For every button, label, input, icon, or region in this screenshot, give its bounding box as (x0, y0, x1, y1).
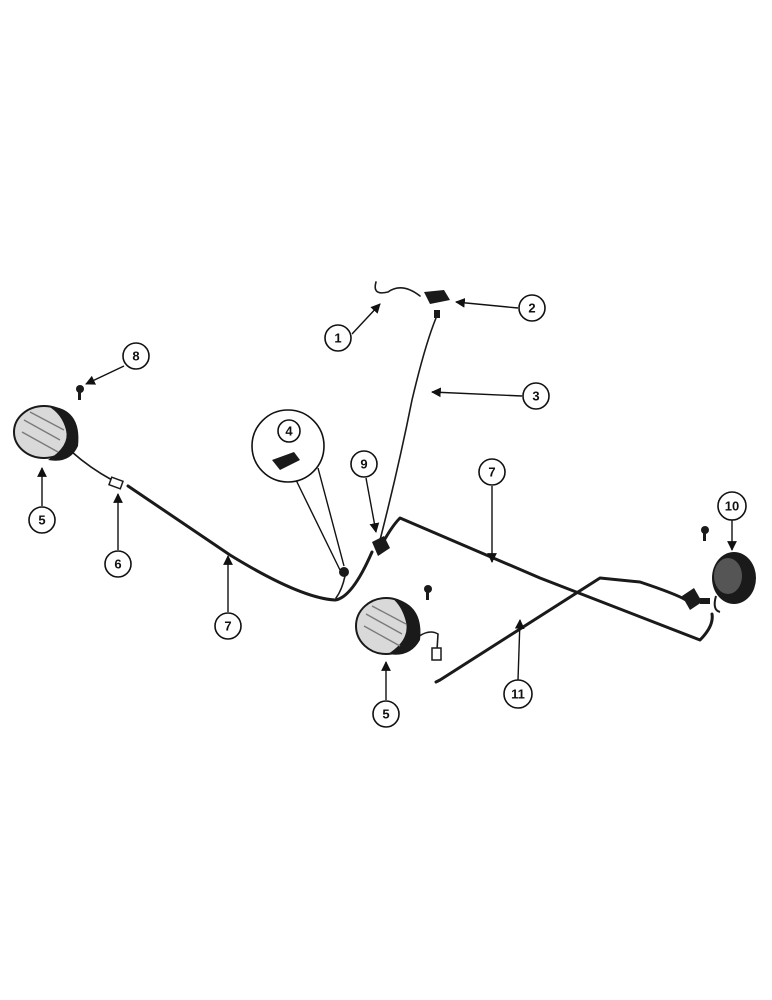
clip-lead (335, 575, 346, 599)
callout-3: 3 (431, 382, 550, 410)
harness-clip (339, 567, 349, 577)
splice-sleeve (108, 476, 124, 490)
callout-7-right: 7 (478, 458, 506, 563)
svg-text:9: 9 (360, 457, 367, 472)
svg-text:3: 3 (532, 389, 539, 404)
callout-1: 1 (324, 303, 381, 352)
wiring-harness (71, 281, 714, 684)
svg-text:4: 4 (285, 424, 293, 439)
connector-right (682, 588, 710, 610)
switch-lead-wire (379, 317, 437, 541)
callout-6: 6 (104, 493, 132, 578)
callout-11: 11 (503, 619, 533, 709)
svg-text:7: 7 (488, 465, 495, 480)
harness-wire-left (126, 484, 374, 602)
callout-8: 8 (85, 342, 150, 385)
callout-10: 10 (717, 491, 747, 551)
work-lamp-bottom (355, 597, 421, 655)
switch-pigtail (374, 281, 421, 297)
callout-9: 9 (350, 450, 380, 533)
svg-text:2: 2 (528, 301, 535, 316)
screw-bottom (424, 585, 432, 600)
harness-wire-11 (434, 576, 688, 684)
callout-5-bottom: 5 (372, 661, 400, 728)
callout-2: 2 (455, 294, 546, 322)
harness-wire-right (376, 516, 714, 642)
callout-4: 4 (277, 419, 301, 443)
screw-top-left (76, 385, 84, 400)
svg-text:8: 8 (132, 349, 139, 364)
connector-9 (372, 536, 390, 556)
screw-right (701, 526, 709, 541)
clip-detail-bubble (251, 409, 345, 571)
svg-text:10: 10 (725, 499, 739, 514)
svg-text:6: 6 (114, 557, 121, 572)
lamp-lead-left (71, 451, 113, 481)
svg-text:11: 11 (511, 687, 525, 702)
switch (424, 290, 450, 318)
svg-text:5: 5 (38, 513, 45, 528)
work-lamp-left (13, 405, 79, 461)
svg-text:5: 5 (382, 707, 389, 722)
callout-5-left: 5 (28, 467, 56, 534)
connector-bottom (431, 647, 442, 661)
work-lamp-right (712, 552, 756, 613)
svg-text:1: 1 (334, 331, 341, 346)
callout-7-left: 7 (214, 555, 242, 640)
svg-text:7: 7 (224, 619, 231, 634)
